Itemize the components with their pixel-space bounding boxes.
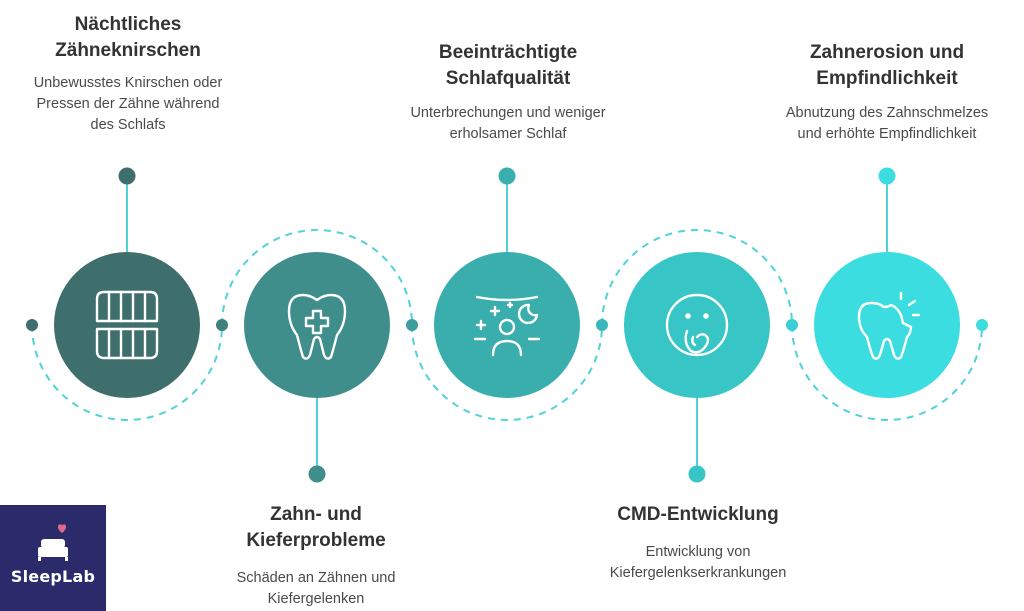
step-5-text: Zahnerosion und Empfindlichkeit Abnutzun… xyxy=(758,40,1016,145)
step-2-description: Schäden an Zähnen und Kiefergelenken xyxy=(236,570,396,607)
bed-icon xyxy=(38,524,68,561)
pin-dot-2 xyxy=(308,465,326,483)
step-1-title: Nächtliches Zähneknirschen xyxy=(55,14,201,61)
logo-text: SleepLab xyxy=(10,567,96,586)
pin-dot-4 xyxy=(688,465,706,483)
jaw-face-icon xyxy=(665,293,729,357)
connector-arc-1 xyxy=(31,324,223,421)
step-5-description: Abnutzung des Zahnschmelzes und erhöhte … xyxy=(785,105,989,142)
connector-arc-3 xyxy=(411,324,603,421)
step-1-description: Unbewusstes Knirschen oder Pressen der Z… xyxy=(33,75,223,133)
step-3-text: Beeinträchtigte Schlafqualität Unterbrec… xyxy=(380,40,636,145)
step-4-description: Entwicklung von Kiefergelenkserkrankunge… xyxy=(609,544,787,581)
pin-dot-5 xyxy=(878,167,896,185)
sleeplab-logo: SleepLab xyxy=(0,505,106,611)
step-3-description: Unterbrechungen und weniger erholsamer S… xyxy=(410,105,606,142)
step-4-title: CMD-Entwicklung xyxy=(617,504,779,525)
step-circle-2 xyxy=(244,252,390,398)
junction-dot xyxy=(406,319,418,331)
sleep-stars-icon xyxy=(473,295,541,357)
step-4-text: CMD-Entwicklung Entwicklung von Kieferge… xyxy=(578,502,818,584)
pin-dot-3 xyxy=(498,167,516,185)
junction-dot xyxy=(786,319,798,331)
step-circle-5 xyxy=(814,252,960,398)
junction-dot xyxy=(596,319,608,331)
sensitive-tooth-icon xyxy=(857,291,921,360)
step-2-text: Zahn- und Kieferprobleme Schäden an Zähn… xyxy=(196,502,436,610)
teeth-icon xyxy=(95,290,159,360)
pin-dot-1 xyxy=(118,167,136,185)
step-5-title: Zahnerosion und Empfindlichkeit xyxy=(809,42,965,89)
connector-arc-4 xyxy=(601,229,793,326)
step-circle-4 xyxy=(624,252,770,398)
junction-dot xyxy=(976,319,988,331)
step-3-title: Beeinträchtigte Schlafqualität xyxy=(438,42,578,89)
connector-arc-2 xyxy=(221,229,413,326)
tooth-cross-icon xyxy=(287,293,347,360)
step-circle-1 xyxy=(54,252,200,398)
step-1-text: Nächtliches Zähneknirschen Unbewusstes K… xyxy=(0,12,256,136)
step-2-title: Zahn- und Kieferprobleme xyxy=(246,504,386,551)
junction-dot xyxy=(216,319,228,331)
connector-arc-5 xyxy=(791,324,983,421)
junction-dot xyxy=(26,319,38,331)
step-circle-3 xyxy=(434,252,580,398)
